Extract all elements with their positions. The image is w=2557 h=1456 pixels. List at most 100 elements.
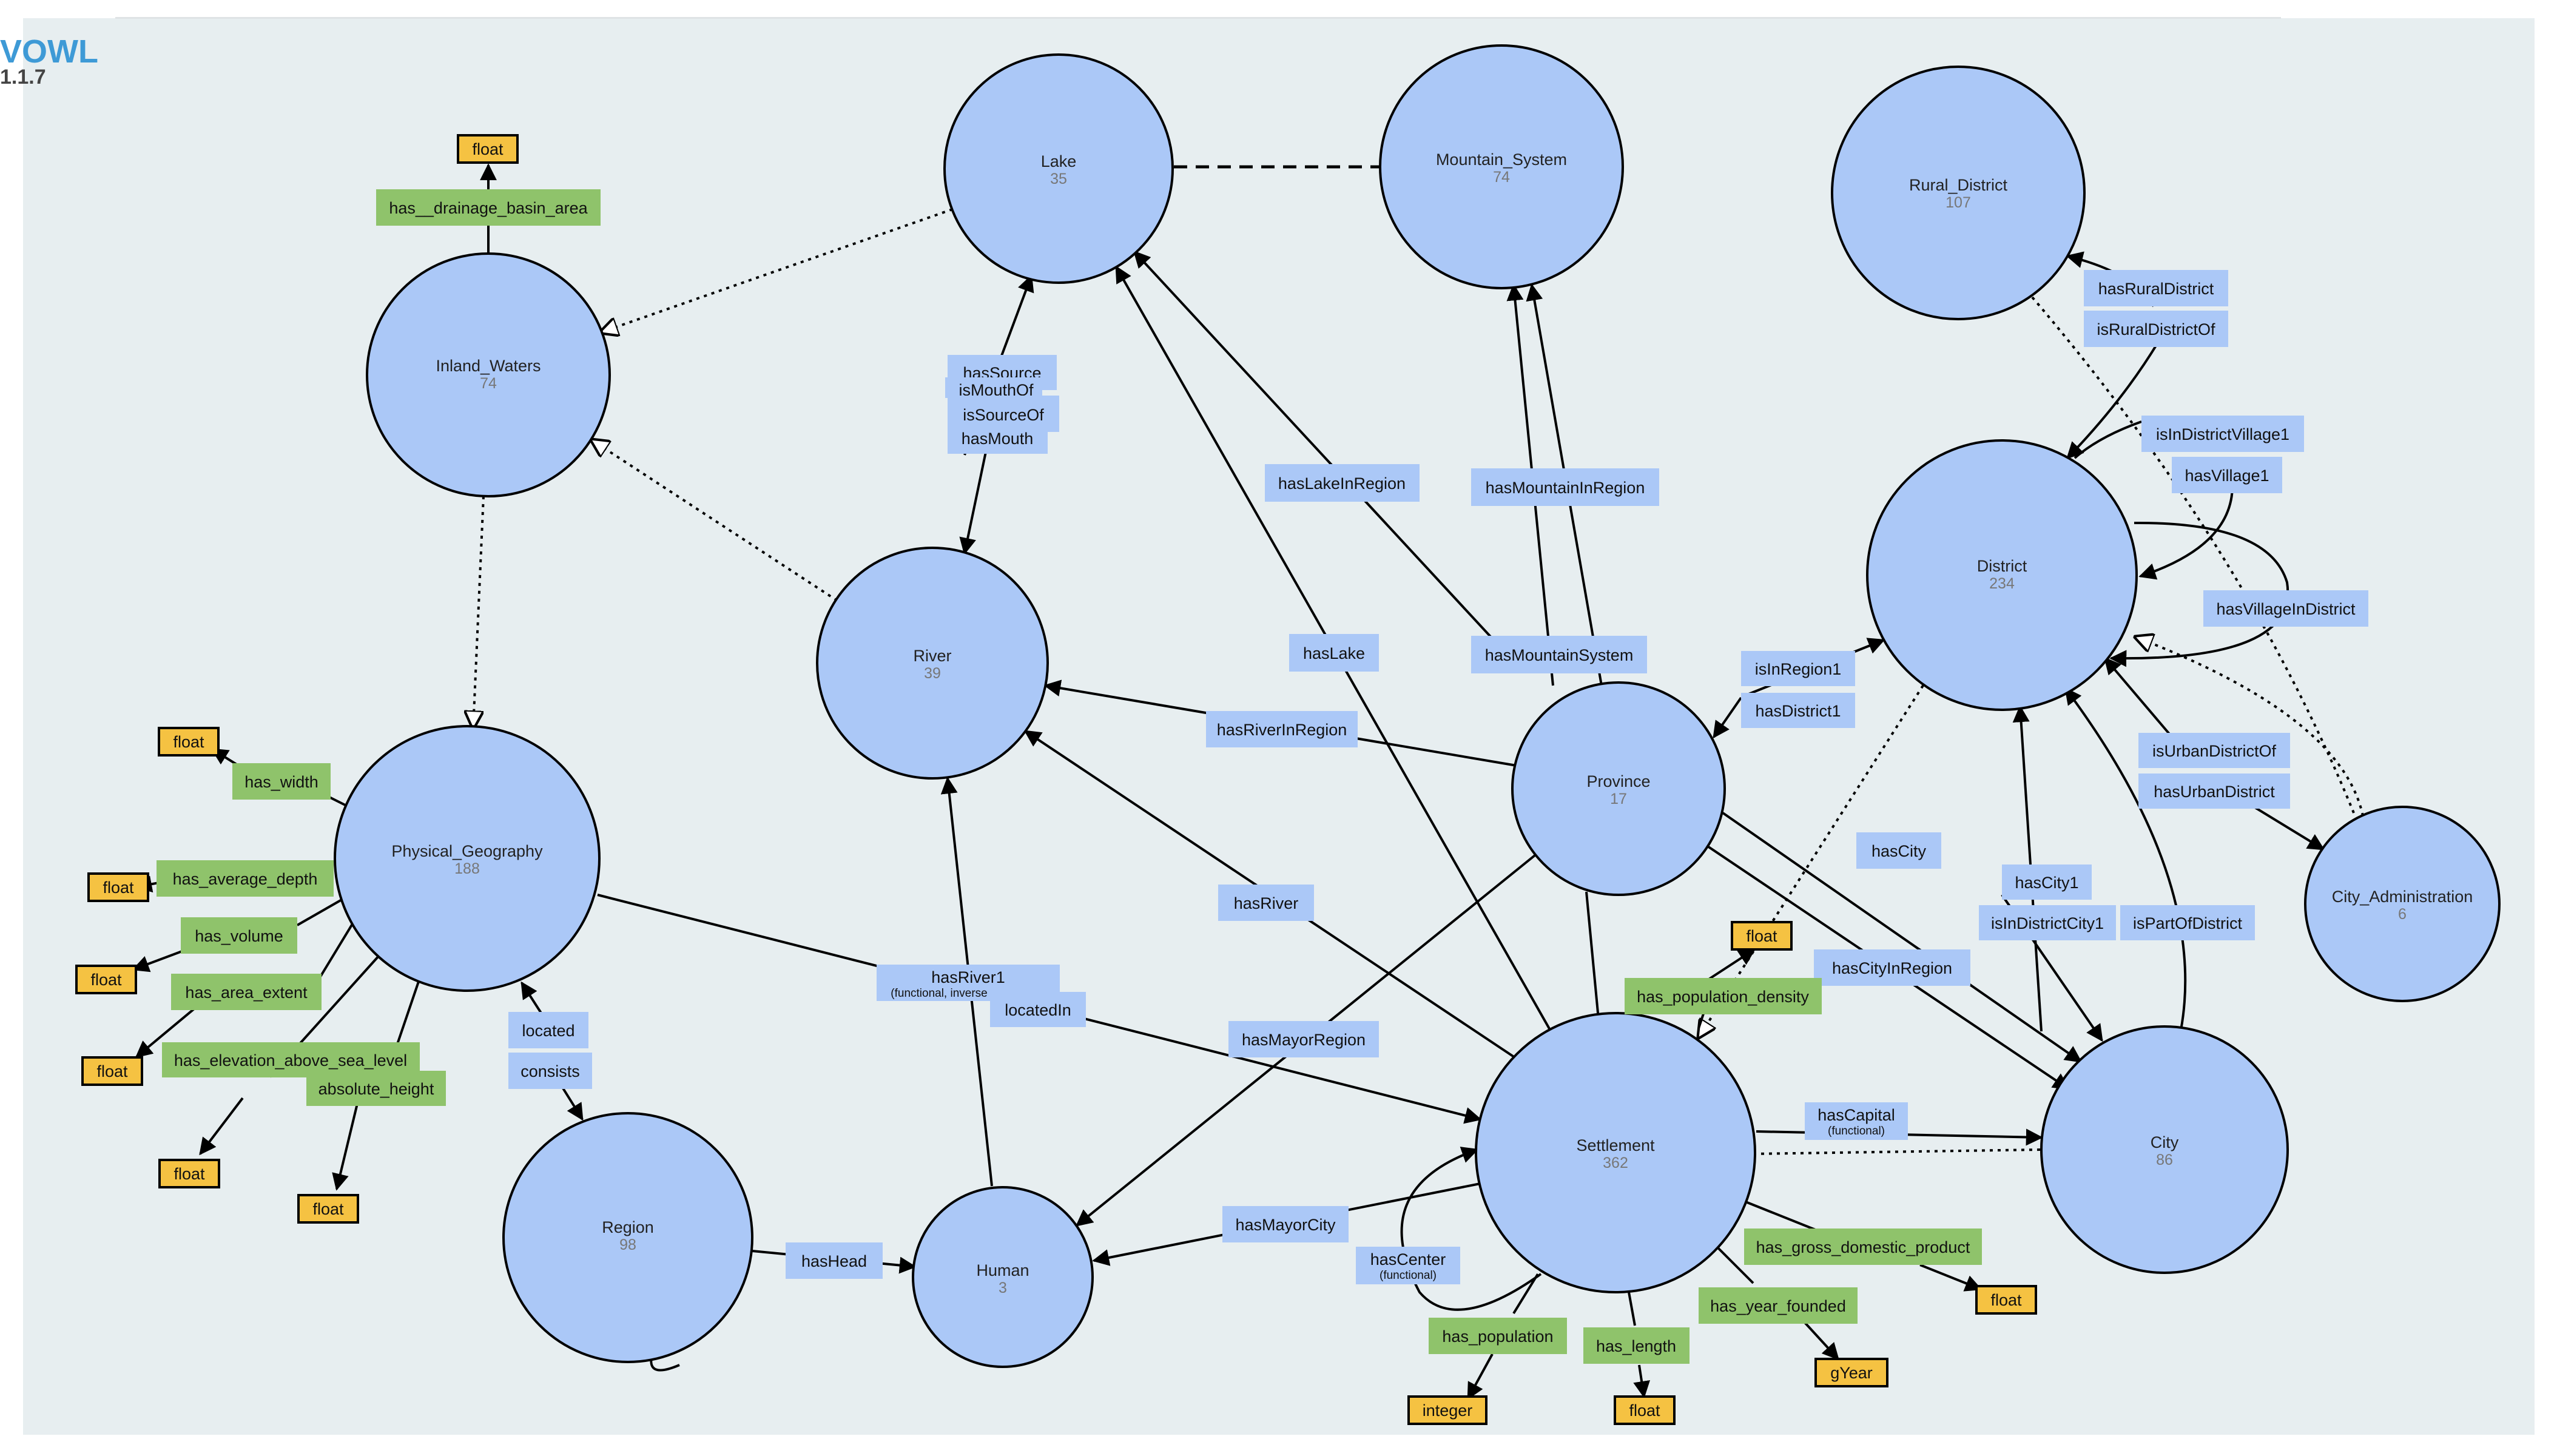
class-node-inland-waters[interactable]: Inland_Waters 74: [366, 252, 611, 497]
object-property-label[interactable]: hasVillageInDistrict: [2203, 590, 2368, 627]
svg-text:hasRiver: hasRiver: [1234, 894, 1299, 912]
svg-text:hasUrbanDistrict: hasUrbanDistrict: [2154, 783, 2275, 801]
object-property-label[interactable]: hasCityInRegion: [1814, 949, 1970, 986]
class-node-river[interactable]: River 39: [816, 547, 1049, 780]
datatype-property-label[interactable]: has_volume: [181, 917, 297, 954]
class-node-count: 17: [1610, 790, 1627, 807]
datatype-property-label[interactable]: has_population_density: [1625, 978, 1822, 1014]
object-property-label[interactable]: consists: [508, 1053, 592, 1089]
object-property-label[interactable]: hasRiverInRegion: [1206, 711, 1358, 747]
edge-dp-elev-lit: [199, 1097, 244, 1156]
object-property-label[interactable]: hasHead: [786, 1242, 883, 1279]
literal-box[interactable]: float: [87, 872, 149, 902]
edge-subclass-lake-inland: [601, 208, 953, 332]
class-node-count: 98: [619, 1236, 636, 1253]
literal-box[interactable]: gYear: [1814, 1358, 1888, 1387]
literal-box[interactable]: float: [457, 134, 519, 164]
object-property-label[interactable]: isInDistrictVillage1: [2141, 416, 2304, 452]
class-node-city-administration[interactable]: City_Administration 6: [2304, 806, 2501, 1002]
edge-isindistrictvillage1: [2074, 420, 2142, 459]
svg-text:(functional, inverse: (functional, inverse: [891, 987, 987, 1000]
object-property-label[interactable]: isInDistrictCity1: [1979, 905, 2116, 940]
class-node-count: 35: [1050, 170, 1067, 187]
datatype-property-label[interactable]: has_gross_domestic_product: [1744, 1228, 1982, 1265]
object-property-label[interactable]: hasUrbanDistrict: [2138, 774, 2290, 809]
class-node-rural-district[interactable]: Rural_District 107: [1831, 66, 2086, 320]
datatype-property-label[interactable]: has_length: [1583, 1327, 1690, 1364]
class-node-lake[interactable]: Lake 35: [943, 53, 1174, 284]
literal-box[interactable]: float: [1614, 1395, 1676, 1425]
object-property-label[interactable]: hasCity1: [2002, 864, 2092, 900]
object-property-label[interactable]: locatedIn: [990, 992, 1086, 1027]
svg-text:float: float: [1990, 1291, 2022, 1309]
literal-box[interactable]: integer: [1407, 1395, 1487, 1425]
literal-box[interactable]: float: [1731, 921, 1793, 951]
datatype-property-label[interactable]: has__drainage_basin_area: [376, 189, 601, 226]
svg-text:float: float: [472, 140, 504, 158]
edge-dp-pop: [1512, 1273, 1539, 1315]
object-property-label[interactable]: hasVillage1: [2172, 457, 2282, 493]
class-node-count: 234: [1989, 575, 2015, 592]
class-node-province[interactable]: Province 17: [1511, 681, 1726, 896]
datatype-property-label[interactable]: absolute_height: [306, 1071, 446, 1106]
object-property-label[interactable]: isUrbanDistrictOf: [2138, 733, 2290, 768]
object-property-label[interactable]: hasCity: [1856, 832, 1941, 869]
svg-text:(functional): (functional): [1828, 1125, 1885, 1138]
datatype-property-label[interactable]: has_width: [232, 763, 331, 800]
datatype-property-label[interactable]: has_average_depth: [157, 860, 334, 897]
svg-text:hasRiver1: hasRiver1: [931, 968, 1005, 986]
object-property-label[interactable]: hasRiver: [1218, 885, 1314, 921]
edge-hasvillage1: [2138, 485, 2234, 580]
object-property-labels: hasSource isMouthOf isSourceOf hasMouth …: [508, 270, 2368, 1284]
class-node-human[interactable]: Human 3: [912, 1186, 1094, 1368]
object-property-label[interactable]: isInRegion1: [1741, 651, 1855, 686]
class-node-physical-geography[interactable]: Physical_Geography 188: [334, 725, 601, 992]
edge-subclass-inland-physical: [473, 496, 485, 728]
object-property-label[interactable]: hasLake: [1289, 634, 1379, 672]
literal-box[interactable]: float: [158, 727, 220, 757]
object-property-label[interactable]: located: [508, 1012, 588, 1048]
svg-text:has_population_density: has_population_density: [1637, 988, 1809, 1006]
svg-text:hasLake: hasLake: [1303, 644, 1365, 662]
class-node-count: 188: [454, 860, 480, 877]
top-divider: [115, 17, 2281, 19]
class-node-label: River: [913, 647, 951, 665]
literal-box[interactable]: float: [1975, 1285, 2037, 1315]
object-property-label[interactable]: hasDistrict1: [1741, 693, 1855, 728]
object-property-label[interactable]: hasMayorCity: [1222, 1206, 1349, 1242]
object-property-label[interactable]: isRuralDistrictOf: [2084, 311, 2228, 347]
literal-box[interactable]: float: [81, 1056, 143, 1086]
object-property-label[interactable]: isPartOfDistrict: [2120, 905, 2255, 940]
literal-box[interactable]: float: [158, 1159, 220, 1188]
svg-text:integer: integer: [1423, 1401, 1473, 1420]
object-property-label[interactable]: hasMountainInRegion: [1471, 468, 1659, 506]
svg-text:hasLakeInRegion: hasLakeInRegion: [1278, 474, 1406, 493]
object-property-label[interactable]: hasLakeInRegion: [1265, 464, 1420, 502]
svg-text:hasMayorCity: hasMayorCity: [1235, 1216, 1336, 1234]
class-node-district[interactable]: District 234: [1866, 439, 2138, 711]
class-node-mountain-system[interactable]: Mountain_System 74: [1379, 44, 1624, 289]
svg-text:hasVillageInDistrict: hasVillageInDistrict: [2216, 600, 2356, 618]
class-node-city[interactable]: City 86: [2040, 1025, 2289, 1274]
object-property-label[interactable]: hasMayorRegion: [1228, 1021, 1379, 1057]
datatype-property-label[interactable]: has_population: [1429, 1318, 1567, 1354]
literal-box[interactable]: float: [297, 1194, 359, 1224]
svg-text:isUrbanDistrictOf: isUrbanDistrictOf: [2152, 742, 2277, 760]
class-node-settlement[interactable]: Settlement 362: [1475, 1012, 1756, 1293]
svg-text:has_elevation_above_sea_level: has_elevation_above_sea_level: [174, 1051, 407, 1070]
svg-text:hasVillage1: hasVillage1: [2185, 467, 2269, 485]
datatype-property-label[interactable]: has_area_extent: [171, 974, 322, 1010]
object-property-label[interactable]: hasMountainSystem: [1471, 636, 1647, 673]
datatype-property-label[interactable]: has_year_founded: [1699, 1287, 1858, 1324]
object-property-label[interactable]: hasRuralDistrict: [2084, 270, 2228, 306]
edge-hascenter: [1400, 1147, 1542, 1311]
object-property-label[interactable]: hasMouth: [948, 423, 1048, 454]
object-property-label[interactable]: hasCapital(functional): [1805, 1102, 1908, 1140]
class-node-region[interactable]: Region 98: [502, 1112, 753, 1363]
object-property-label[interactable]: hasCenter(functional): [1356, 1247, 1460, 1284]
literal-box[interactable]: float: [75, 965, 137, 994]
class-node-label: Mountain_System: [1436, 150, 1567, 169]
edge-haslakeinregion: [1133, 250, 1512, 659]
edge-province-settlement: [1585, 891, 1600, 1020]
